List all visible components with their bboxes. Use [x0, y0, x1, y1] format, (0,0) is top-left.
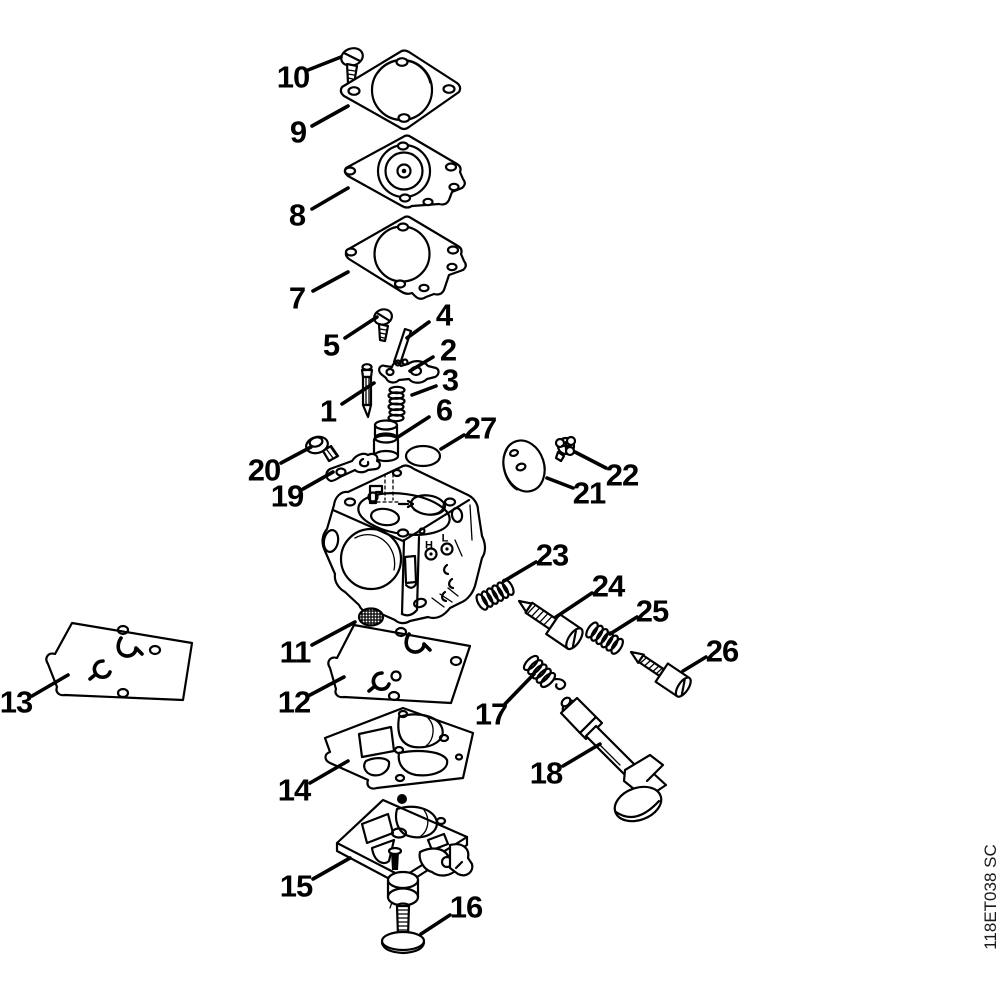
- part-22-disc-screw: [554, 435, 577, 463]
- leader-line-27: [439, 433, 466, 451]
- leader-line-23: [502, 560, 538, 583]
- drawing-number: 118ET038 SC: [981, 844, 1000, 950]
- part-label-21: 21: [572, 475, 606, 511]
- leader-line-8: [310, 186, 350, 211]
- leader-line-25: [608, 615, 639, 636]
- part-label-20: 20: [247, 452, 281, 488]
- part-13-metering-diaphragm: [45, 621, 194, 702]
- part-9-pump-cover: [339, 49, 462, 131]
- part-16-cover-screw: [380, 902, 426, 955]
- leader-line-7: [311, 270, 350, 293]
- leader-line-12: [308, 675, 346, 697]
- leader-line-22: [573, 450, 608, 470]
- part-label-24: 24: [591, 568, 625, 604]
- part-8-pump-diaphragm: [343, 134, 466, 209]
- leader-line-4: [405, 320, 431, 340]
- leader-line-3: [410, 384, 438, 397]
- part-label-23: 23: [535, 537, 569, 573]
- part-11-inlet-screen: [357, 607, 385, 627]
- part-26-adjust-screw: [629, 650, 692, 698]
- carburetor-body: [321, 464, 487, 625]
- part-label-17: 17: [474, 696, 508, 732]
- leader-line-1: [340, 381, 376, 406]
- part-12-metering-diaphragm: [327, 623, 472, 705]
- part-6-valve-piston: [372, 419, 400, 463]
- part-label-12: 12: [277, 684, 311, 720]
- part-23-adjust-spring: [475, 578, 515, 611]
- leader-lines: [30, 55, 708, 936]
- leader-line-17: [503, 672, 536, 706]
- part-label-25: 25: [635, 593, 669, 629]
- part-label-10: 10: [276, 59, 310, 95]
- leader-line-16: [419, 913, 452, 936]
- leader-line-24: [554, 591, 594, 619]
- part-21-cover-disc: [502, 439, 546, 493]
- part-17-return-spring: [522, 654, 567, 691]
- leader-line-18: [561, 742, 602, 768]
- leader-line-20: [279, 445, 313, 465]
- leader-line-11: [310, 620, 357, 647]
- leader-line-15: [311, 856, 352, 881]
- part-label-8: 8: [288, 197, 306, 233]
- part-25-adjust-spring: [585, 621, 624, 655]
- part-19-swivel-bracket: [325, 452, 381, 483]
- part-15-end-cover: [335, 794, 474, 911]
- body-marking-H: H: [425, 539, 433, 552]
- part-5-lever-screw: [373, 308, 393, 343]
- part-label-19: 19: [270, 478, 304, 514]
- part-label-18: 18: [529, 755, 563, 791]
- part-label-16: 16: [449, 889, 483, 925]
- part-label-3: 3: [441, 362, 459, 398]
- leader-line-9: [310, 104, 350, 128]
- part-label-1: 1: [319, 393, 337, 429]
- leader-line-5: [343, 315, 379, 340]
- part-label-5: 5: [322, 327, 340, 363]
- part-label-27: 27: [463, 410, 497, 446]
- part-label-7: 7: [288, 280, 306, 316]
- leader-line-21: [545, 476, 575, 490]
- leader-line-10: [306, 55, 343, 72]
- part-label-15: 15: [279, 868, 313, 904]
- leader-line-14: [308, 759, 350, 785]
- leader-line-2: [408, 355, 435, 373]
- leader-line-26: [681, 655, 708, 673]
- part-label-2: 2: [439, 332, 457, 368]
- part-label-13: 13: [0, 684, 33, 720]
- body-marking-L: L: [441, 532, 449, 545]
- part-7-gasket: [344, 215, 467, 300]
- part-label-11: 11: [279, 634, 312, 670]
- part-18-throttle-shaft: [559, 696, 668, 823]
- part-label-14: 14: [277, 772, 311, 808]
- part-label-9: 9: [289, 114, 307, 150]
- part-label-22: 22: [605, 457, 639, 493]
- part-4-lever-pin: [392, 327, 413, 366]
- leader-line-19: [301, 470, 335, 491]
- part-3-metering-spring: [387, 385, 406, 423]
- part-label-4: 4: [435, 297, 453, 333]
- part-1-inlet-needle: [360, 363, 374, 419]
- part-24-adjust-screw: [517, 599, 584, 651]
- part-27-sealing-ring: [404, 444, 442, 468]
- leader-line-6: [396, 415, 431, 439]
- part-label-26: 26: [705, 633, 739, 669]
- part-14-pump-gasket: [323, 706, 475, 790]
- part-label-6: 6: [435, 392, 453, 428]
- leader-line-13: [30, 673, 70, 698]
